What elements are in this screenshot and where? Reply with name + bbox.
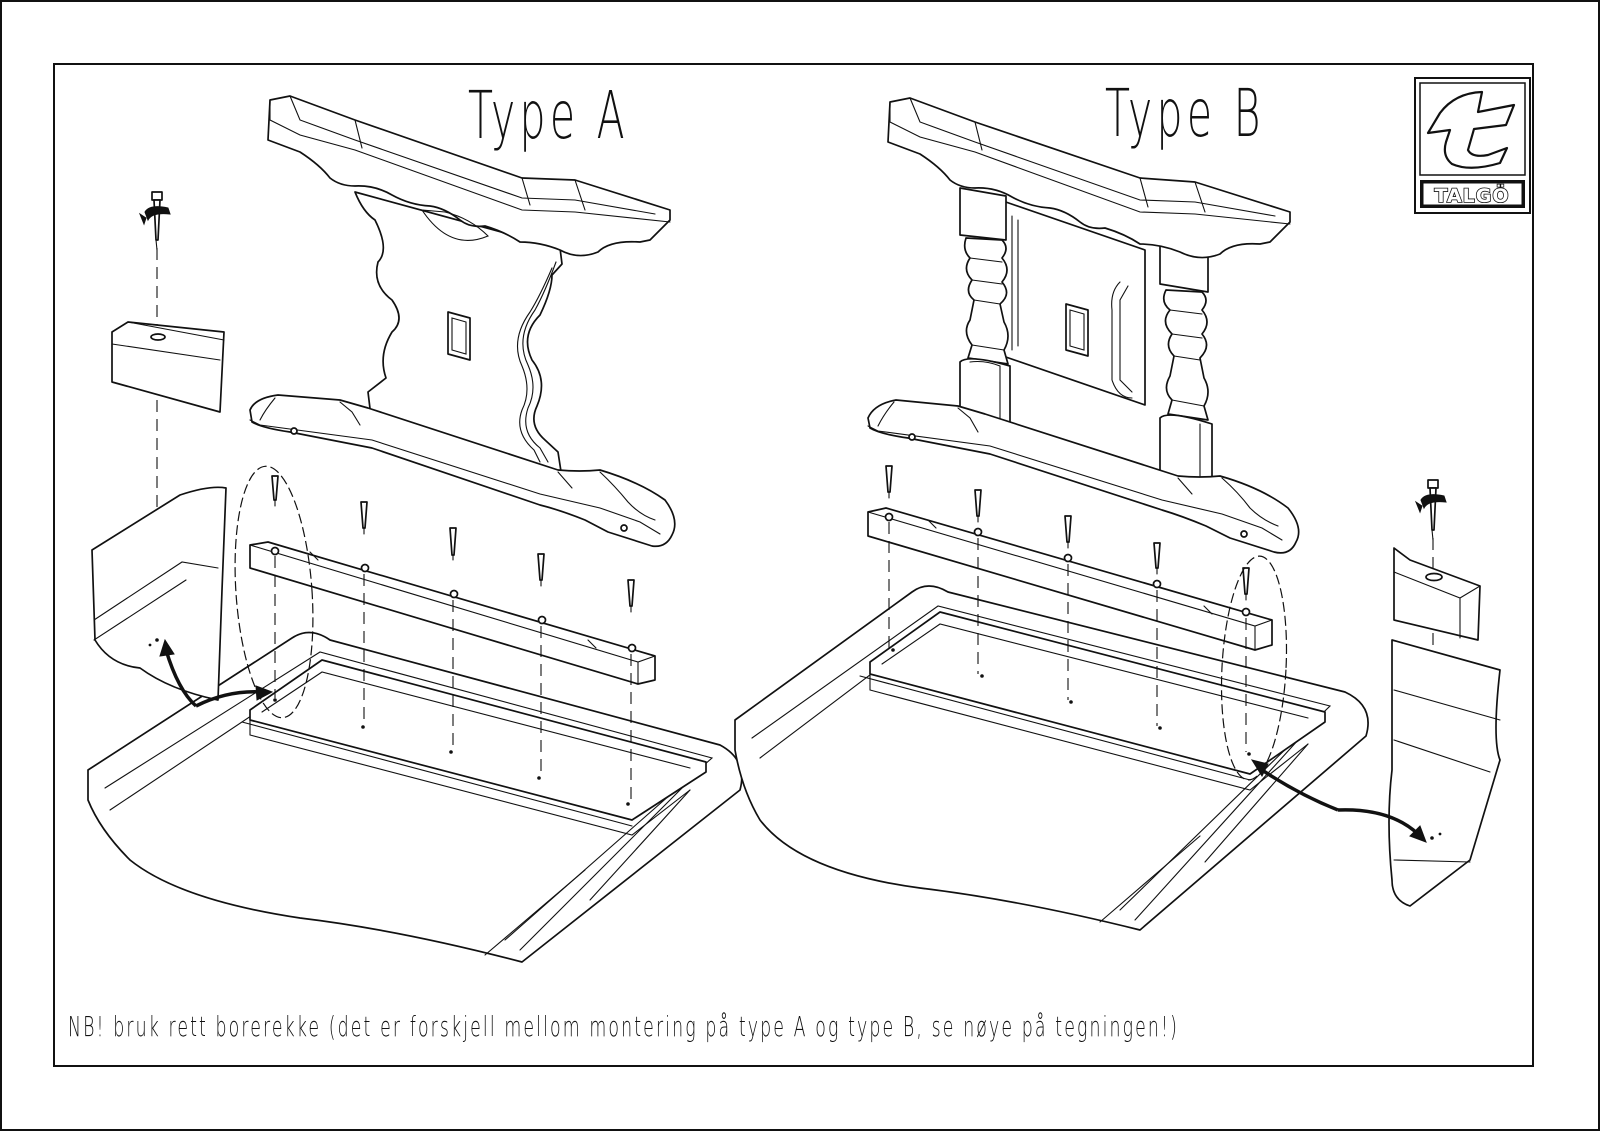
screw-icon	[360, 501, 368, 535]
type-a-detail-view	[91, 191, 227, 701]
type-a-mounting-batten	[249, 541, 656, 685]
curved-arrow-icon	[1261, 768, 1339, 812]
screw-icon	[1153, 542, 1161, 575]
type-a-leg-slot	[447, 311, 471, 361]
type-b-table-top	[734, 585, 1369, 931]
curved-arrow-icon	[1337, 808, 1420, 836]
talgo-logo: TALGÖ	[1414, 77, 1531, 214]
assembly-note: NB! bruk rett borerekke (det er forskjel…	[68, 1011, 1179, 1043]
type-b-leg-top-rail	[887, 97, 1291, 259]
type-a-title: Type A	[468, 77, 629, 154]
type-a-table-leg	[249, 95, 676, 548]
screw-icon	[974, 489, 982, 523]
logo-t-icon	[1426, 90, 1516, 169]
type-a-leg-foot	[249, 394, 676, 548]
type-b-mounting-batten	[867, 507, 1273, 651]
screw-icon	[1242, 567, 1250, 601]
type-a-screws	[271, 475, 635, 613]
type-b-right-column	[1159, 237, 1213, 491]
type-b-left-column	[959, 187, 1011, 429]
screw-icon	[627, 579, 635, 613]
curved-arrow-icon	[164, 649, 198, 708]
screw-icon	[449, 527, 457, 561]
screw-icon	[1064, 515, 1072, 549]
screw-icon	[271, 475, 279, 507]
type-b-table-leg	[867, 97, 1300, 554]
rotation-arrow-icon	[1414, 479, 1447, 541]
type-a-curved-arrows	[159, 638, 274, 708]
type-a-leg-top-rail	[267, 95, 671, 257]
rotation-arrow-icon	[138, 191, 171, 251]
curved-arrow-icon	[195, 690, 263, 708]
type-b-screws	[885, 465, 1250, 601]
screw-icon	[885, 465, 893, 499]
type-b-title: Type B	[1105, 75, 1265, 152]
drawing-frame	[53, 63, 1534, 1067]
type-b-leg-slot	[1065, 303, 1089, 357]
type-b-detail-view	[1388, 479, 1501, 907]
type-b-detail-ellipse	[1220, 555, 1288, 781]
type-a-detail-ellipse	[234, 465, 314, 719]
type-b-leg-foot	[867, 399, 1300, 554]
screw-icon	[537, 553, 545, 587]
type-b-curved-arrows	[1250, 759, 1427, 843]
logo-text: TALGÖ	[1434, 183, 1509, 207]
